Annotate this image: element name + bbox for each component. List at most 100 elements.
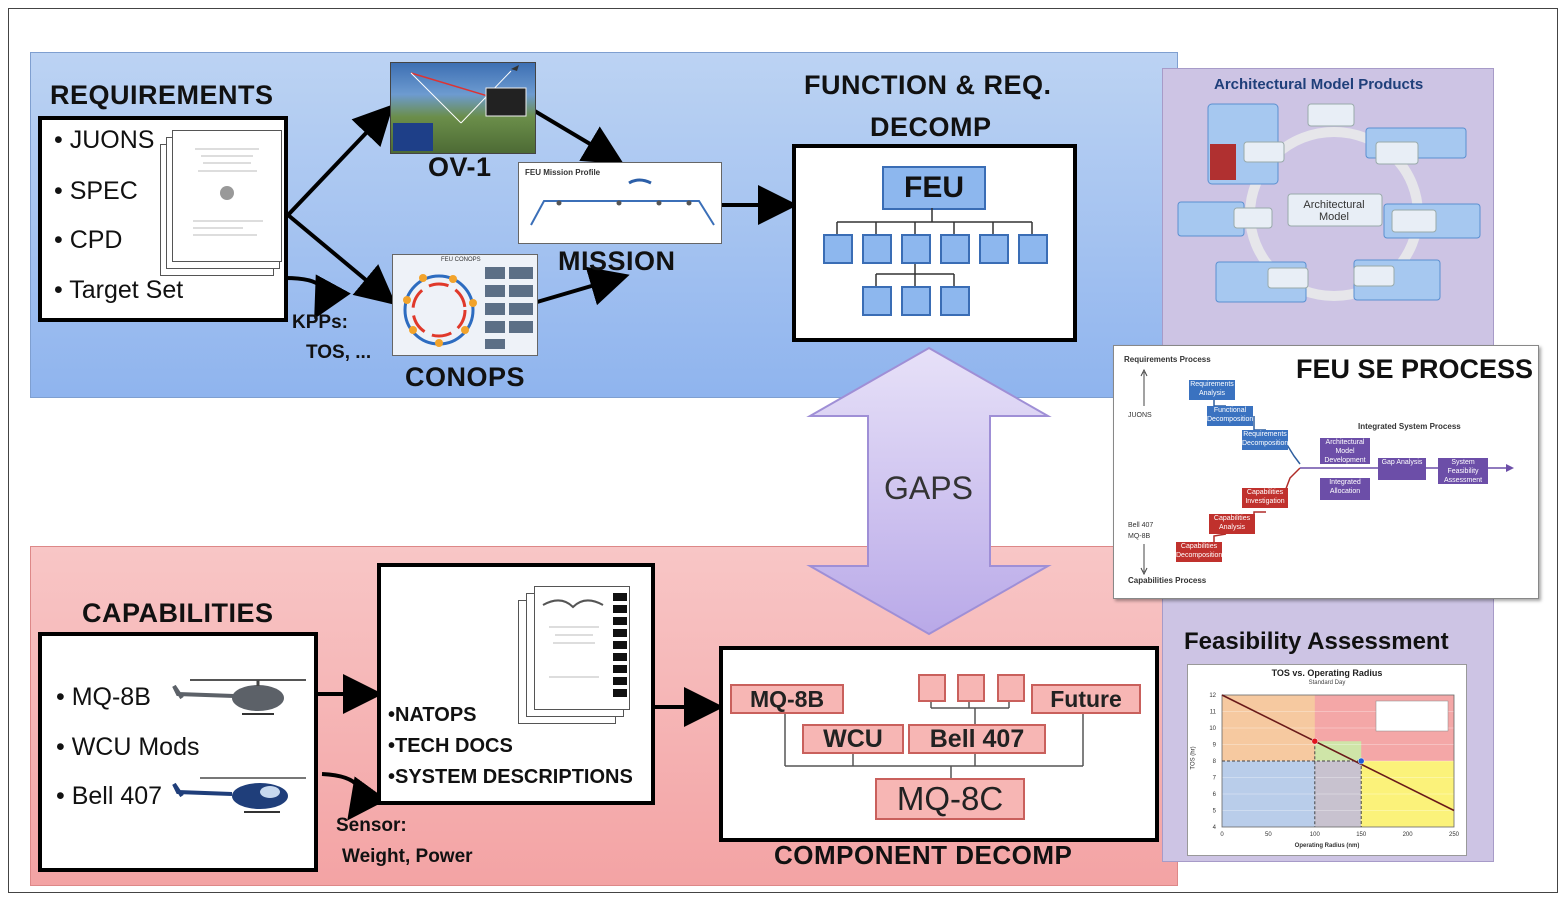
se-purple-step: Integrated Allocation xyxy=(1320,478,1370,500)
se-purple-step: Architectural Model Development xyxy=(1320,438,1370,464)
se-mq8b-label: MQ-8B xyxy=(1128,533,1151,540)
gaps-double-arrow xyxy=(806,346,1052,636)
doc-item-system-descriptions: •SYSTEM DESCRIPTIONS xyxy=(388,766,633,788)
cap-item-bell407: Bell 407 xyxy=(71,782,163,810)
chart-x-tick-label: 150 xyxy=(1356,832,1367,838)
se-purple-step: Gap Analysis xyxy=(1378,458,1426,480)
cap-item: • MQ-8B xyxy=(56,683,151,711)
feu-child-node xyxy=(1018,234,1048,264)
req-item-spec: SPEC xyxy=(69,177,138,205)
conops-thumb-title: FEU CONOPS xyxy=(441,257,481,263)
se-purple-step: System Feasibility Assessment xyxy=(1438,458,1488,484)
sensor-label: Sensor: xyxy=(336,815,407,836)
se-integrated-label: Integrated System Process xyxy=(1358,422,1461,431)
conops-cycle-icon xyxy=(403,267,533,349)
kpp-label: KPPs: xyxy=(292,312,348,333)
cap-item-mq8b: MQ-8B xyxy=(71,683,151,711)
kpp-value: TOS, ... xyxy=(306,342,372,363)
conops-image: FEU CONOPS xyxy=(392,254,538,356)
capabilities-box xyxy=(38,632,318,872)
capabilities-title: CAPABILITIES xyxy=(82,598,274,628)
arch-model-center-line2: Model xyxy=(1319,211,1349,223)
conops-label: CONOPS xyxy=(405,362,526,392)
chart-y-tick-label: 4 xyxy=(1213,825,1217,831)
cap-item: • Bell 407 xyxy=(56,782,163,810)
arch-model-center: Architectural Model xyxy=(1292,199,1376,223)
component-mq8c: MQ-8C xyxy=(875,778,1025,820)
feu-grandchild-node xyxy=(940,286,970,316)
chart-y-tick-label: 7 xyxy=(1213,776,1217,782)
chart-x-tick-label: 200 xyxy=(1403,832,1414,838)
chart-xlabel: Operating Radius (nm) xyxy=(1294,843,1360,849)
chart-x-tick-label: 0 xyxy=(1220,832,1224,838)
arrow-req-ov1 xyxy=(286,104,394,217)
chart-legend-box xyxy=(1375,700,1449,732)
req-item-juons: JUONS xyxy=(69,126,155,154)
se-juons-label: JUONS xyxy=(1128,412,1152,419)
req-item: • CPD xyxy=(54,226,123,254)
req-item: • Target Set xyxy=(54,276,184,304)
arch-products-title: Architectural Model Products xyxy=(1214,76,1424,93)
doc-sheet xyxy=(534,586,630,710)
component-tree-lines xyxy=(784,698,1084,778)
feu-child-node xyxy=(823,234,853,264)
se-req-process-label: Requirements Process xyxy=(1124,355,1211,364)
sensor-value: Weight, Power xyxy=(342,846,473,867)
cap-item-wcu-mods: WCU Mods xyxy=(71,733,200,761)
arrow-conops-mission xyxy=(536,266,630,306)
feu-root-node: FEU xyxy=(882,166,986,210)
ov1-label: OV-1 xyxy=(428,152,492,182)
feu-grandchild-node xyxy=(901,286,931,316)
chart-y-tick-label: 5 xyxy=(1213,809,1217,815)
function-decomp-title: FUNCTION & REQ. xyxy=(804,70,1052,100)
feu-child-node xyxy=(862,234,892,264)
chart-title: TOS vs. Operating Radius xyxy=(1271,668,1383,678)
function-decomp-subtitle: DECOMP xyxy=(870,112,992,142)
se-blue-step: Functional Decomposition xyxy=(1207,406,1253,426)
chart-subtitle: Standard Day xyxy=(1308,680,1346,686)
chart-x-tick-label: 50 xyxy=(1265,832,1272,838)
feu-tree-lines xyxy=(836,208,1033,286)
chart-data-point xyxy=(1311,737,1319,745)
arrow-sensor xyxy=(321,772,387,821)
doc-content-icon xyxy=(193,148,263,236)
feasibility-title: Feasibility Assessment xyxy=(1184,628,1449,655)
se-cap-process-label: Capabilities Process xyxy=(1128,576,1207,585)
se-bell-label: Bell 407 xyxy=(1128,522,1154,529)
se-blue-step: Requirements Analysis xyxy=(1189,380,1235,400)
arch-model-center-line1: Architectural xyxy=(1303,199,1365,211)
se-red-step: Capabilities Investigation xyxy=(1242,488,1288,508)
se-red-step: Capabilities Decomposition xyxy=(1176,542,1222,562)
cap-item: • WCU Mods xyxy=(56,733,200,761)
arrow-kpp xyxy=(284,274,351,320)
arrow-ov1-mission xyxy=(531,108,624,165)
component-blank-node xyxy=(997,674,1025,702)
component-bell407: Bell 407 xyxy=(908,724,1046,754)
chart-data-point xyxy=(1357,757,1365,765)
chart-y-tick-label: 9 xyxy=(1213,743,1217,749)
gaps-label: GAPS xyxy=(884,470,973,506)
req-item-target-set: Target Set xyxy=(69,276,184,304)
feu-child-node xyxy=(940,234,970,264)
chart-y-tick-label: 6 xyxy=(1213,792,1217,798)
chart-y-tick-label: 12 xyxy=(1209,693,1216,699)
feu-child-node xyxy=(979,234,1009,264)
doc-sheet xyxy=(172,130,282,262)
component-blank-node xyxy=(957,674,985,702)
chart-y-tick-label: 8 xyxy=(1213,759,1217,765)
chart-y-tick-label: 11 xyxy=(1210,710,1217,716)
feu-grandchild-node xyxy=(862,286,892,316)
se-process-panel: FEU SE PROCESS Requirements Process Capa… xyxy=(1113,345,1539,599)
bell407-helicopter-icon xyxy=(172,777,306,813)
component-future: Future xyxy=(1031,684,1141,714)
se-blue-step: Requirements Decomposition xyxy=(1242,430,1288,450)
arrow-req-conops xyxy=(286,213,397,306)
doc-item-tech-docs: •TECH DOCS xyxy=(388,735,513,757)
outer-frame xyxy=(8,8,1558,893)
mission-label: MISSION xyxy=(558,246,676,276)
req-item-cpd: CPD xyxy=(69,226,123,254)
ov1-image xyxy=(390,62,536,154)
doc-item-natops: •NATOPS xyxy=(388,704,477,726)
